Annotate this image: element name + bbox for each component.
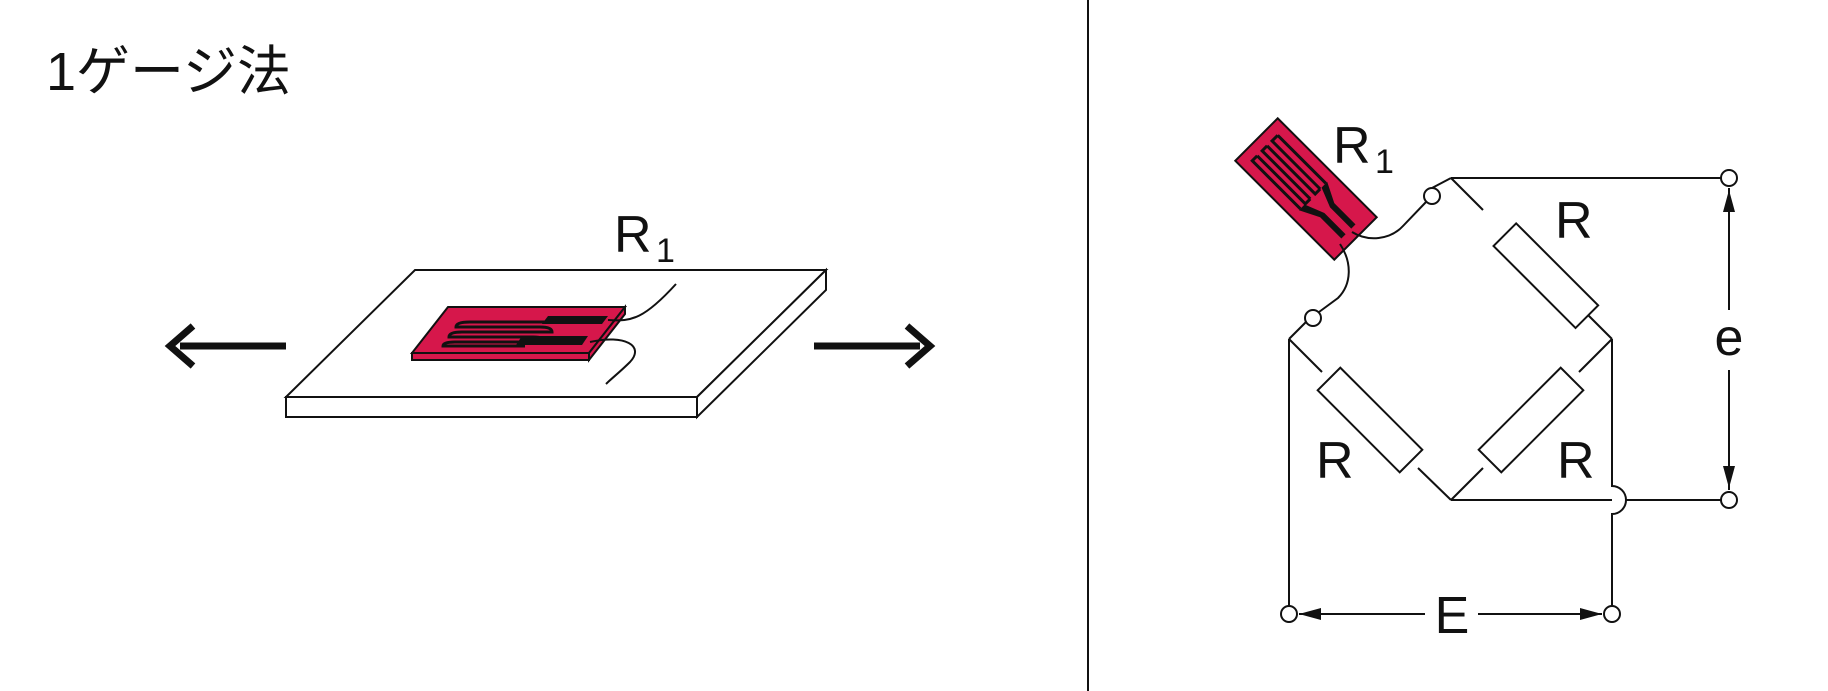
strain-gauge-in-bridge bbox=[1233, 116, 1379, 262]
gauge-lead-top bbox=[1351, 201, 1427, 240]
output-voltage-indicator bbox=[1723, 188, 1735, 490]
excitation-voltage-indicator bbox=[1299, 608, 1602, 620]
resistor-label-bottom-left: R bbox=[1316, 432, 1354, 490]
bridge-terminals bbox=[1280, 169, 1738, 623]
lead-wire-top bbox=[607, 283, 677, 322]
page-title: 1ゲージ法 bbox=[46, 42, 291, 102]
tension-arrow-right bbox=[814, 323, 936, 369]
resistor-bottom-left bbox=[1316, 366, 1424, 474]
excitation-label: E bbox=[1435, 587, 1470, 645]
resistor-bottom-right bbox=[1477, 366, 1585, 474]
tension-arrow-left bbox=[164, 323, 286, 369]
output-label: e bbox=[1715, 309, 1744, 367]
gauge-lead-bottom bbox=[1318, 243, 1350, 313]
resistor-top-right bbox=[1492, 221, 1600, 330]
gauge-label-left: R bbox=[614, 206, 652, 264]
gauge-label-bridge: R bbox=[1333, 117, 1371, 175]
strain-gauge-on-plate bbox=[409, 304, 628, 363]
resistor-label-bottom-right: R bbox=[1557, 432, 1595, 490]
lead-wire-bottom bbox=[589, 338, 636, 385]
bridge-wiring bbox=[1288, 177, 1721, 606]
gauge-label-bridge-sub: 1 bbox=[1375, 143, 1394, 181]
resistor-label-top-right: R bbox=[1555, 192, 1593, 250]
gauge-label-left-sub: 1 bbox=[656, 232, 675, 270]
